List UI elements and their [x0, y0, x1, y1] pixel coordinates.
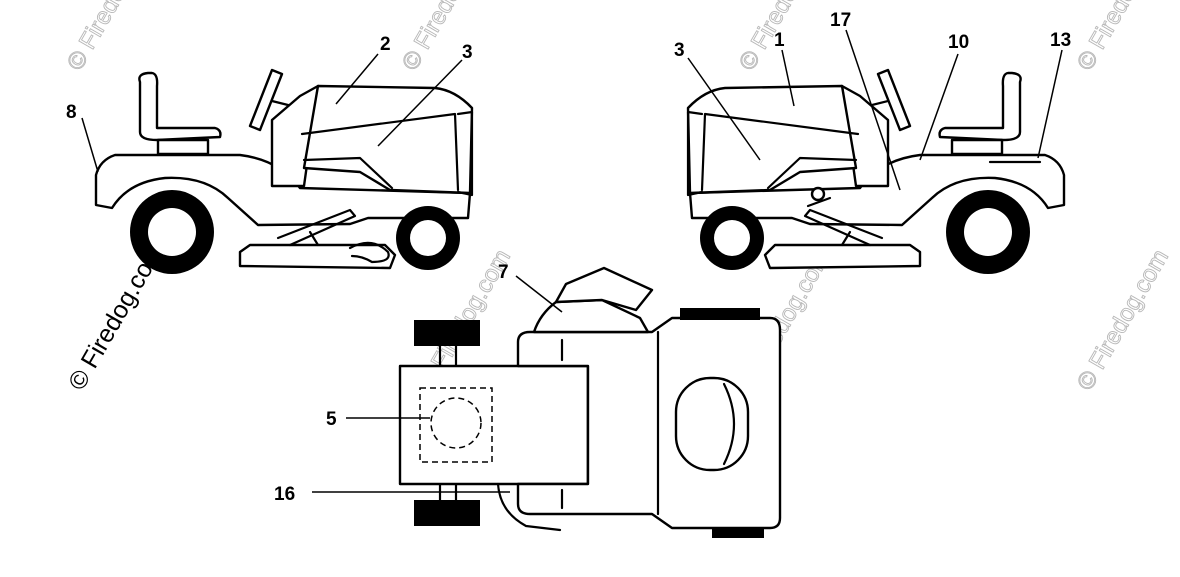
seat-back-top	[722, 382, 736, 466]
deck-hanger	[840, 230, 852, 247]
hood-panel-line	[302, 156, 394, 190]
seat-top	[674, 376, 750, 472]
steering-wheel	[248, 68, 284, 132]
front-axle-upper	[438, 344, 458, 368]
seat	[938, 71, 1022, 142]
callout-8: 8	[66, 102, 77, 123]
leader-line-7	[515, 275, 563, 313]
callout-10: 10	[948, 32, 969, 53]
callout-3: 3	[674, 40, 685, 61]
leader-line-1	[781, 49, 795, 107]
rear-left-tire	[680, 308, 760, 320]
chute-flap	[554, 266, 654, 312]
grille	[456, 110, 474, 197]
callout-2: 2	[380, 34, 391, 55]
seat-base	[156, 138, 210, 156]
callout-16: 16	[274, 484, 295, 505]
leader-line-17	[845, 29, 901, 191]
hood-crease	[300, 112, 460, 192]
rear-right-tire	[712, 528, 764, 538]
hood-top	[398, 364, 590, 486]
callout-numbers: 8 2 3 3 1 17 10 13 7 5 16	[66, 10, 1071, 505]
hood-panel-line	[766, 156, 858, 190]
front-wheel-rim	[714, 220, 750, 256]
watermark-text: © Firedog.com	[62, 0, 164, 75]
callout-1: 1	[774, 30, 785, 51]
hood-crease	[700, 112, 860, 192]
engine-cap	[430, 397, 482, 449]
deck-edge-lower	[496, 482, 562, 532]
hood	[686, 84, 858, 195]
fender-body-top	[516, 316, 782, 530]
fuel-lever	[806, 196, 832, 208]
deck-lift-arm	[803, 208, 884, 247]
deck-hanger	[308, 230, 320, 247]
callout-5: 5	[326, 409, 337, 430]
hood	[302, 84, 474, 195]
engine-access-panel	[419, 387, 493, 463]
rear-fender	[94, 153, 472, 227]
watermark-text: © Firedog.com	[1072, 0, 1174, 75]
fuel-lever-knob	[810, 186, 826, 202]
rear-wheel-rim	[964, 208, 1012, 256]
callout-7: 7	[498, 262, 509, 283]
leader-line-10	[919, 53, 959, 161]
leader-line-8	[81, 117, 99, 173]
leader-line-2	[335, 53, 379, 105]
callout-3: 3	[462, 42, 473, 63]
rear-fender	[688, 153, 1066, 227]
seat-base	[950, 138, 1004, 156]
leader-line-3b	[687, 57, 761, 161]
steering-wheel	[876, 68, 912, 132]
discharge-chute	[532, 298, 650, 334]
mower-deck	[763, 243, 922, 270]
tractor-right-side-view	[686, 68, 1066, 274]
leader-line-13	[1037, 49, 1063, 159]
callout-17: 17	[830, 10, 851, 31]
tractor-left-side-view	[94, 68, 474, 274]
watermark-text: © Firedog.com	[1072, 245, 1174, 395]
seat	[138, 71, 222, 142]
rear-wheel-rim	[148, 208, 196, 256]
deck-lift-arm	[276, 208, 357, 247]
callout-13: 13	[1050, 30, 1071, 51]
leader-lines	[81, 29, 1063, 493]
tractor-top-view	[398, 266, 782, 538]
front-right-tire	[414, 500, 480, 526]
leader-line-3a	[377, 59, 463, 147]
front-left-tire	[414, 320, 480, 346]
watermark-text: © Firedog.com	[397, 0, 499, 75]
grille	[686, 110, 704, 197]
front-wheel-rim	[410, 220, 446, 256]
mower-deck	[238, 243, 397, 270]
deck-chute	[348, 241, 390, 264]
